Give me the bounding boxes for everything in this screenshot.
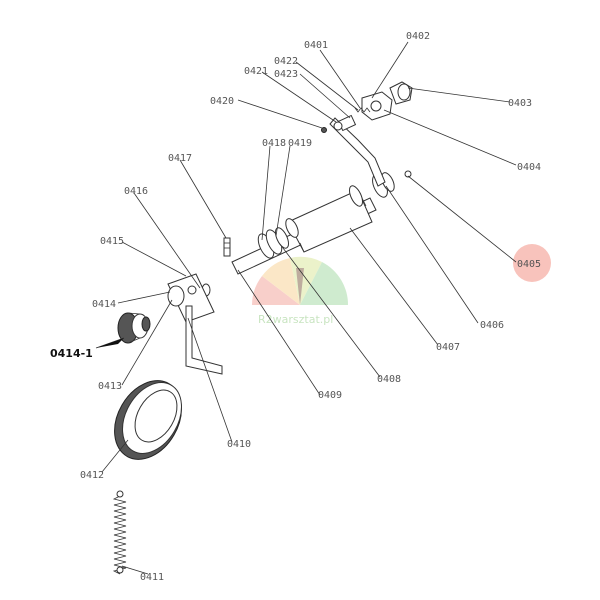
- small-spring-0401: [354, 107, 371, 113]
- cap-0403: [389, 81, 413, 105]
- label-0409: 0409: [318, 390, 342, 401]
- label-0407: 0407: [436, 342, 460, 353]
- watermark-segment-green: [300, 262, 349, 305]
- label-0416: 0416: [124, 186, 148, 197]
- label-0405: 0405: [517, 259, 541, 270]
- end-screw-0405: [404, 170, 412, 178]
- label-0413: 0413: [98, 381, 122, 392]
- label-0401: 0401: [304, 40, 328, 51]
- watermark-logo: R2warsztat.pl: [252, 256, 349, 326]
- part-labels: 0401 0402 0403 0404 0405 0406 0407 0408 …: [50, 31, 541, 583]
- shaft-assembly-0407: [231, 172, 395, 275]
- watermark-segment-red: [252, 276, 300, 305]
- pulley-ring-0412: [114, 380, 182, 460]
- watermark-segment-orange: [262, 258, 300, 305]
- leader-lines: [95, 41, 517, 575]
- label-0414-1: 0414-1: [50, 347, 93, 360]
- label-0415: 0415: [100, 236, 124, 247]
- pin-0417: [223, 237, 231, 257]
- label-0408: 0408: [377, 374, 401, 385]
- label-0412: 0412: [80, 470, 104, 481]
- long-spring-0411: [112, 490, 127, 575]
- label-0419: 0419: [288, 138, 312, 149]
- label-0421: 0421: [244, 66, 268, 77]
- watermark-text: R2warsztat.pl: [258, 313, 333, 326]
- label-0411: 0411: [140, 572, 164, 583]
- label-0422: 0422: [274, 56, 298, 67]
- label-0403: 0403: [508, 98, 532, 109]
- label-0402: 0402: [406, 31, 430, 42]
- label-0406: 0406: [480, 320, 504, 331]
- label-0418: 0418: [262, 138, 286, 149]
- label-0420: 0420: [210, 96, 234, 107]
- label-0414: 0414: [92, 299, 116, 310]
- knob-0414-1: [117, 312, 151, 344]
- lever-bracket-0410: [167, 273, 223, 375]
- watermark-needle: [296, 268, 304, 305]
- screw-0420: [321, 127, 327, 133]
- arrow-0414-1: [96, 338, 124, 348]
- fitting-0421: [333, 114, 357, 132]
- label-0410: 0410: [227, 439, 251, 450]
- label-0404: 0404: [517, 162, 541, 173]
- label-0423: 0423: [274, 69, 298, 80]
- highlight-circle: [513, 244, 551, 282]
- nut-0404: [361, 91, 393, 121]
- label-0417: 0417: [168, 153, 192, 164]
- bent-arm-0406: [329, 117, 386, 187]
